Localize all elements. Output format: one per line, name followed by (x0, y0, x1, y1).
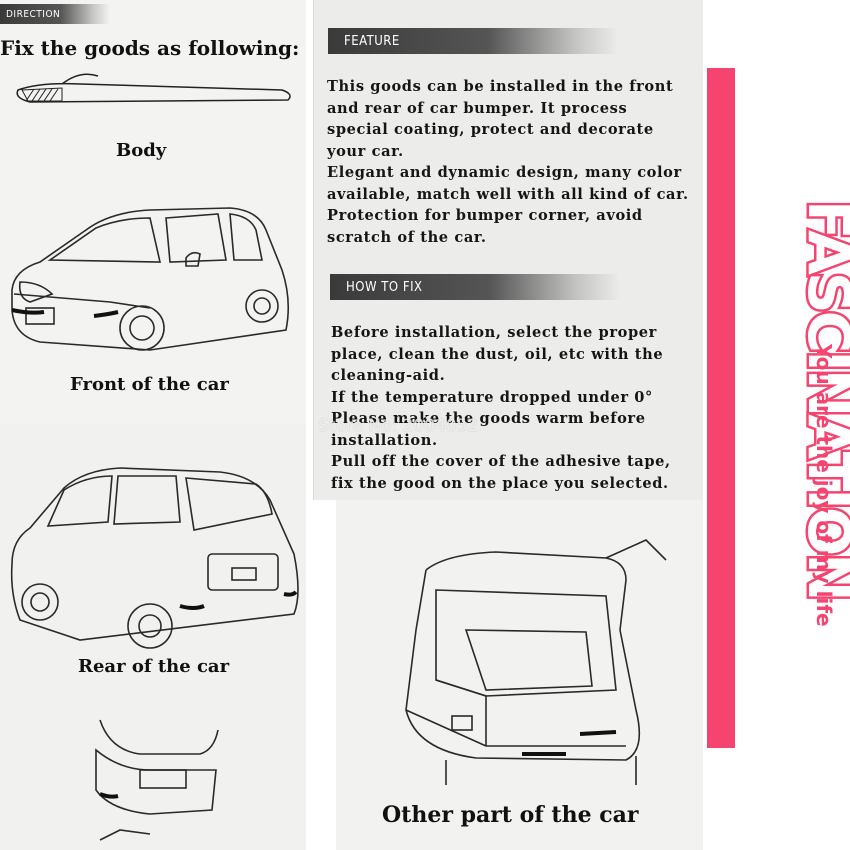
feature-line: your car. (327, 142, 404, 160)
direction-header: DIRECTION (0, 4, 110, 24)
feature-line: and rear of car bumper. It process (327, 99, 628, 117)
feature-line: scratch of the car. (327, 228, 487, 246)
rear-car-illustration (10, 467, 299, 649)
feature-line: available, match well with all kind of c… (327, 185, 689, 203)
info-panel: FEATURE This goods can be installed in t… (313, 0, 704, 500)
feature-header: FEATURE (328, 28, 618, 54)
other-caption: Other part of the car (382, 802, 639, 828)
how-to-fix-header: HOW TO FIX (330, 274, 620, 300)
feature-line: special coating, protect and decorate (327, 121, 654, 138)
direction-intro: Fix the goods as following: (0, 36, 300, 60)
store-watermark: Store No: 2004052 (318, 416, 479, 436)
feature-line: Elegant and dynamic design, many color (327, 164, 682, 181)
how-to-fix-line: fix the good on the place you selected. (331, 474, 669, 492)
brand-tagline: You are the joy of my life (812, 344, 836, 627)
how-to-fix-line: Before installation, select the proper (331, 324, 657, 341)
direction-panel: DIRECTION Fix the goods as following: Bo… (0, 0, 306, 424)
how-to-fix-line: place, clean the dust, oil, etc with the (331, 345, 664, 363)
how-to-fix-line: If the temperature dropped under 0° (331, 388, 653, 406)
feature-line: This goods can be installed in the front (327, 78, 674, 95)
body-strip-illustration (16, 73, 291, 103)
front-car-illustration (11, 207, 290, 351)
how-to-fix-line: installation. (331, 431, 438, 449)
other-part-panel: Other part of the car (336, 500, 703, 850)
feature-text: This goods can be installed in the front… (327, 76, 689, 248)
feature-line: Protection for bumper corner, avoid (327, 207, 643, 224)
how-to-fix-text: Before installation, select the proper p… (331, 322, 671, 494)
rear-corner-illustration (95, 719, 219, 841)
brand-accent-bar (707, 68, 735, 748)
body-caption: Body (116, 140, 167, 161)
rear-panel: Rear of the car (0, 424, 306, 850)
how-to-fix-line: cleaning-aid. (331, 367, 446, 384)
how-to-fix-line: Pull off the cover of the adhesive tape, (331, 453, 671, 470)
trunk-illustration (405, 539, 667, 785)
how-to-fix-line: Please make the goods warm before (331, 410, 646, 427)
rear-caption: Rear of the car (78, 656, 230, 677)
front-caption: Front of the car (70, 374, 229, 395)
